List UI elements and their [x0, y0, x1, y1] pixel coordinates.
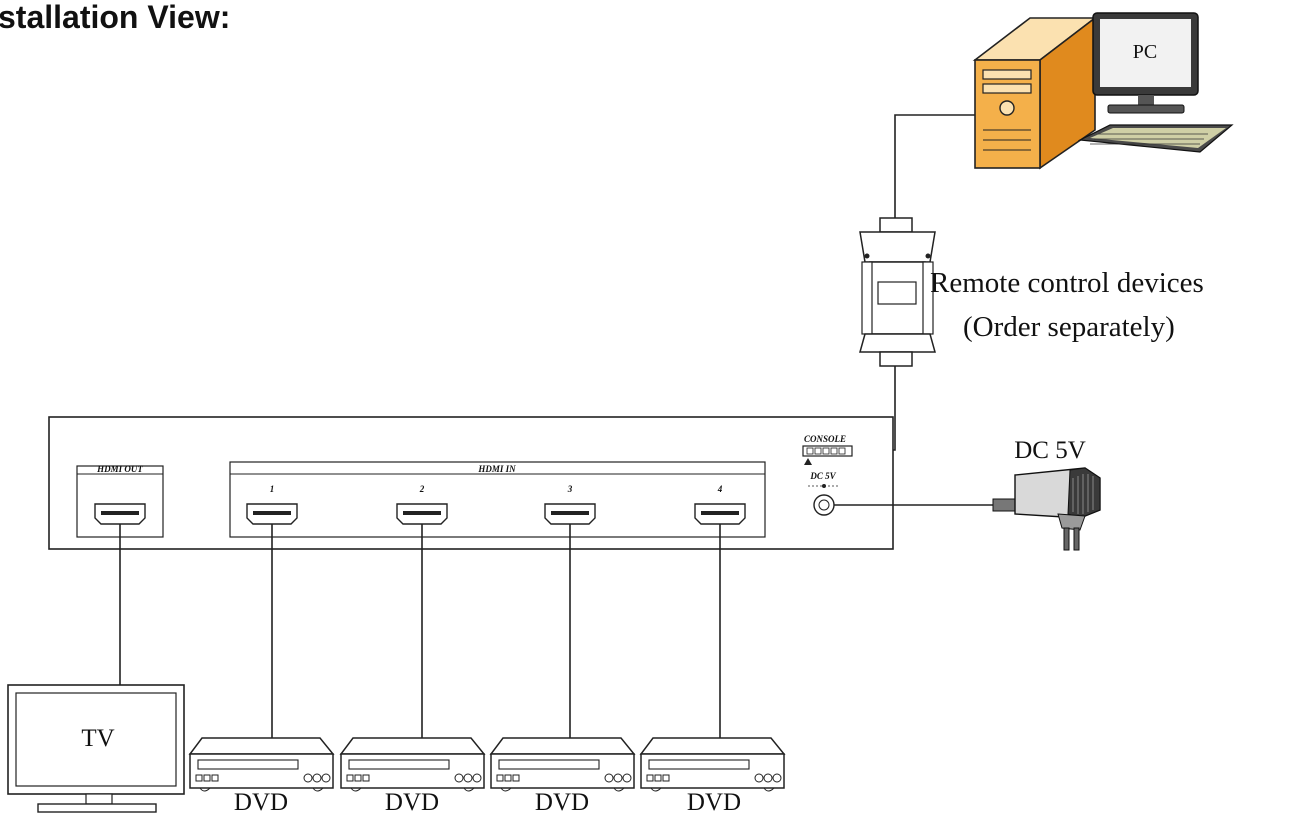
power-adapter-icon	[992, 467, 1101, 551]
dvd-player-icon	[339, 737, 486, 792]
dvd-player-icon	[489, 737, 636, 792]
hdmi-in-label: HDMI IN	[477, 464, 516, 474]
console-port	[802, 445, 853, 465]
television-icon	[7, 684, 185, 813]
power-adapter-label: DC 5V	[1014, 437, 1086, 464]
pc-icon	[972, 12, 1234, 170]
remote-device-line1: Remote control devices	[930, 267, 1204, 299]
pc-label: PC	[1133, 41, 1157, 63]
port-number-1: 1	[270, 484, 275, 494]
hdmi-in-port-2: 2	[396, 484, 448, 525]
hdmi-in-port-4: 4	[694, 484, 746, 525]
port-number-3: 3	[567, 484, 573, 494]
hdmi-out-port	[94, 503, 146, 525]
port-number-4: 4	[717, 484, 723, 494]
hdmi-out-label: HDMI OUT	[96, 464, 143, 474]
dvd-player-icon	[639, 737, 786, 792]
dc-power-port	[808, 484, 840, 516]
pc-cable	[894, 114, 975, 218]
dvd-label-1: DVD	[234, 789, 288, 814]
page-title: stallation View:	[0, 0, 230, 35]
serial-connector-icon	[859, 217, 936, 367]
dc-port-label: DC 5V	[809, 471, 836, 481]
dvd-label-2: DVD	[385, 789, 439, 814]
dvd-label-4: DVD	[687, 789, 741, 814]
remote-device-line2: (Order separately)	[963, 311, 1175, 343]
hdmi-in-port-3: 3	[544, 484, 596, 525]
hdmi-in-port-1: 1	[246, 484, 298, 525]
console-label: CONSOLE	[804, 434, 846, 444]
dvd-player-icon	[188, 737, 335, 792]
tv-label: TV	[81, 725, 114, 752]
port-number-2: 2	[419, 484, 425, 494]
dvd-label-3: DVD	[535, 789, 589, 814]
